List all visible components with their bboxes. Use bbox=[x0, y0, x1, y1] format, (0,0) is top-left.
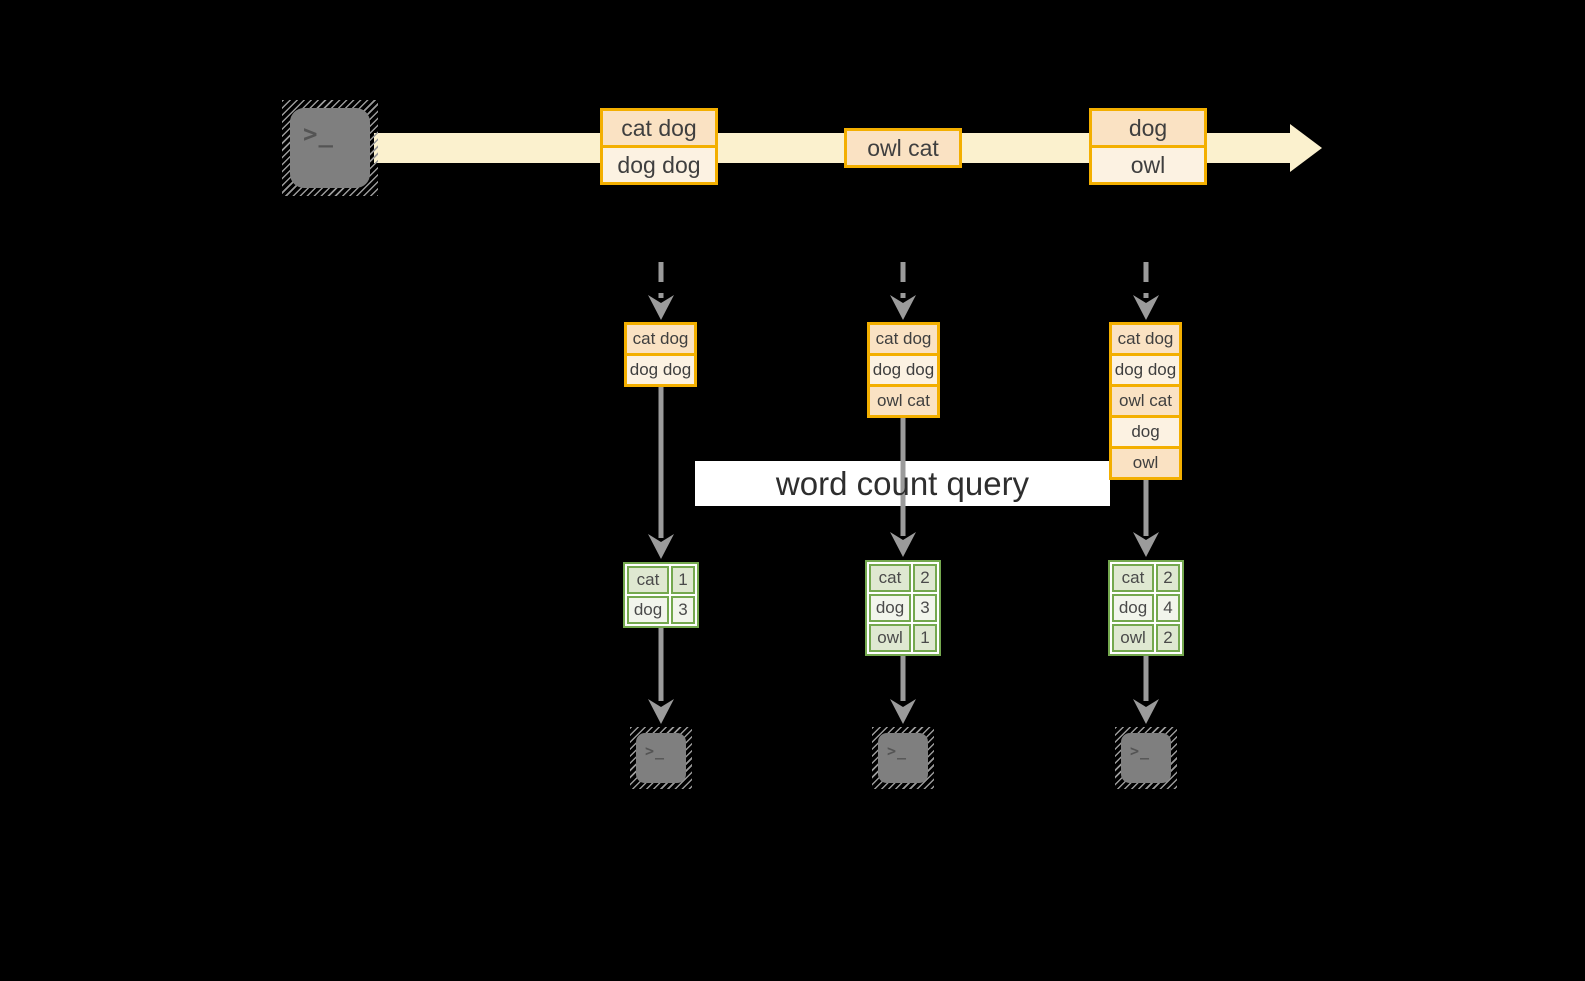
stream-record: dog dog bbox=[603, 148, 715, 182]
terminal-prompt-icon: >_ bbox=[887, 742, 908, 760]
count-value: 4 bbox=[1156, 594, 1180, 622]
query-label: word count query bbox=[775, 464, 1030, 502]
count-row: owl 2 bbox=[1112, 624, 1180, 652]
buffer-stack-2: cat dog dog dog owl cat bbox=[867, 322, 940, 418]
stream-batch-3: dog owl bbox=[1089, 108, 1207, 185]
count-word: dog bbox=[1112, 594, 1154, 622]
buffer-record: dog dog bbox=[627, 356, 694, 384]
buffer-stack-1: cat dog dog dog bbox=[624, 322, 697, 387]
arrowhead-icon bbox=[890, 295, 916, 320]
count-value: 3 bbox=[671, 596, 695, 624]
buffer-record: dog bbox=[1112, 418, 1179, 446]
arrowhead-icon bbox=[648, 699, 674, 724]
count-table-3: cat 2 dog 4 owl 2 bbox=[1108, 560, 1184, 656]
count-value: 2 bbox=[1156, 564, 1180, 592]
buffer-record: owl cat bbox=[1112, 387, 1179, 415]
count-word: cat bbox=[627, 566, 669, 594]
buffer-record: cat dog bbox=[627, 325, 694, 353]
count-value: 2 bbox=[1156, 624, 1180, 652]
count-row: dog 3 bbox=[869, 594, 937, 622]
count-row: cat 1 bbox=[627, 566, 695, 594]
terminal-screen: >_ bbox=[636, 733, 686, 783]
output-terminal-icon-3: >_ bbox=[1115, 727, 1177, 789]
source-terminal-icon: >_ bbox=[282, 100, 378, 196]
count-row: cat 2 bbox=[869, 564, 937, 592]
stream-batch-1: cat dog dog dog bbox=[600, 108, 718, 185]
stream-record: dog bbox=[1092, 111, 1204, 145]
buffer-stack-3: cat dog dog dog owl cat dog owl bbox=[1109, 322, 1182, 480]
count-row: dog 4 bbox=[1112, 594, 1180, 622]
stream-record: owl bbox=[1092, 148, 1204, 182]
terminal-screen: >_ bbox=[1121, 733, 1171, 783]
stream-record: cat dog bbox=[603, 111, 715, 145]
output-terminal-icon-2: >_ bbox=[872, 727, 934, 789]
count-value: 1 bbox=[913, 624, 937, 652]
buffer-record: dog dog bbox=[1112, 356, 1179, 384]
terminal-screen: >_ bbox=[290, 108, 370, 188]
count-value: 1 bbox=[671, 566, 695, 594]
arrowhead-icon bbox=[1133, 532, 1159, 557]
count-word: owl bbox=[1112, 624, 1154, 652]
stream-record: owl cat bbox=[847, 131, 959, 165]
buffer-record: cat dog bbox=[870, 325, 937, 353]
arrowhead-icon bbox=[648, 534, 674, 559]
terminal-prompt-icon: >_ bbox=[645, 742, 666, 760]
count-word: cat bbox=[869, 564, 911, 592]
arrowhead-icon bbox=[1133, 699, 1159, 724]
arrowhead-icon bbox=[890, 699, 916, 724]
count-row: dog 3 bbox=[627, 596, 695, 624]
count-row: cat 2 bbox=[1112, 564, 1180, 592]
count-table-1: cat 1 dog 3 bbox=[623, 562, 699, 628]
count-word: owl bbox=[869, 624, 911, 652]
count-word: dog bbox=[627, 596, 669, 624]
count-word: dog bbox=[869, 594, 911, 622]
arrowhead-icon bbox=[1133, 295, 1159, 320]
count-word: cat bbox=[1112, 564, 1154, 592]
stream-batch-2: owl cat bbox=[844, 128, 962, 168]
arrowhead-icon bbox=[890, 532, 916, 557]
count-value: 2 bbox=[913, 564, 937, 592]
buffer-record: dog dog bbox=[870, 356, 937, 384]
buffer-record: owl cat bbox=[870, 387, 937, 415]
arrowhead-icon bbox=[648, 295, 674, 320]
ingest-dashed-arrows bbox=[648, 262, 1159, 320]
terminal-prompt-icon: >_ bbox=[303, 120, 334, 148]
terminal-screen: >_ bbox=[878, 733, 928, 783]
count-table-2: cat 2 dog 3 owl 1 bbox=[865, 560, 941, 656]
count-row: owl 1 bbox=[869, 624, 937, 652]
buffer-record: owl bbox=[1112, 449, 1179, 477]
count-value: 3 bbox=[913, 594, 937, 622]
output-terminal-icon-1: >_ bbox=[630, 727, 692, 789]
terminal-prompt-icon: >_ bbox=[1130, 742, 1151, 760]
buffer-record: cat dog bbox=[1112, 325, 1179, 353]
timeline-arrowhead-icon bbox=[1290, 124, 1322, 172]
